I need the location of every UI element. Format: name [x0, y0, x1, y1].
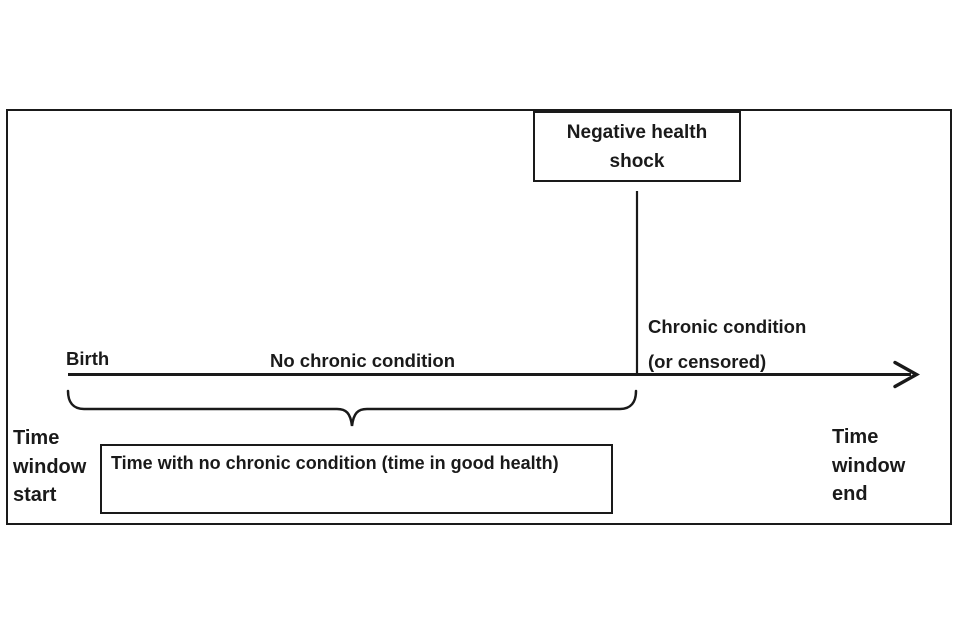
no-chronic-condition-label: No chronic condition: [270, 350, 455, 371]
time-window-start-line3: start: [13, 484, 57, 506]
time-window-end-line1: Time: [832, 426, 879, 448]
outer-frame: [6, 109, 952, 525]
shock-box-label-line2: shock: [609, 150, 665, 172]
time-window-end-line3: end: [832, 483, 868, 505]
chronic-condition-label: Chronic condition (or censored): [648, 309, 806, 379]
shock-box-label-line1: Negative health: [566, 121, 708, 143]
time-window-start-line2: window: [13, 455, 87, 478]
good-health-duration-box: Time with no chronic condition (time in …: [100, 444, 613, 514]
time-window-start-label: Time window start: [13, 424, 86, 510]
chronic-condition-label-line2: (or censored): [648, 351, 767, 372]
chronic-condition-label-line1: Chronic condition: [648, 316, 807, 337]
time-window-end-line2: window: [832, 454, 906, 477]
time-window-end-label: Time window end: [832, 423, 905, 509]
good-health-duration-label: Time with no chronic condition (time in …: [111, 453, 559, 473]
birth-label: Birth: [66, 348, 110, 369]
negative-health-shock-box: Negative health shock: [533, 111, 741, 182]
time-window-start-line1: Time: [13, 427, 60, 449]
